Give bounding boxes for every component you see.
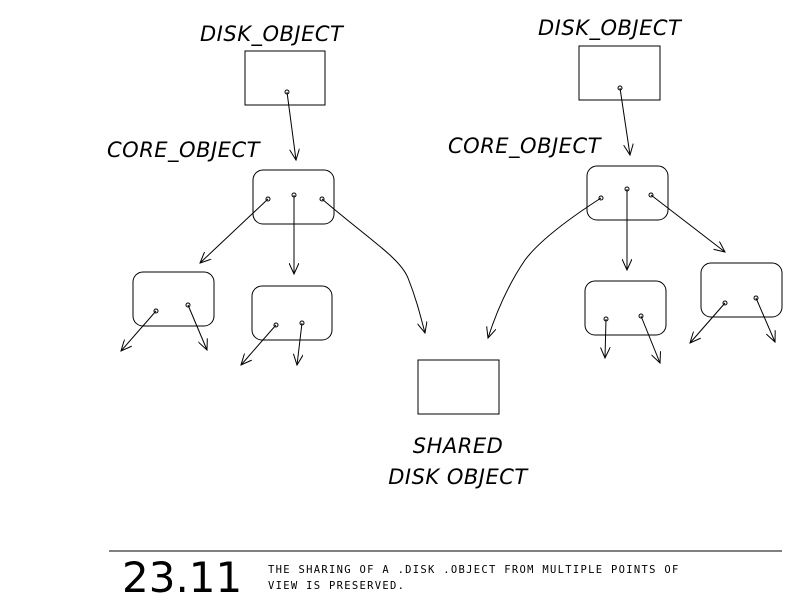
- left-core-object-label: CORE_OBJECT: [107, 138, 262, 163]
- right-child-2-arrow-1: [690, 302, 726, 343]
- right-disk-object-box: [578, 45, 661, 101]
- left-disk-object-label: DISK_OBJECT: [200, 22, 345, 47]
- right-child-2-arrow-2: [755, 297, 775, 342]
- left-child-2-box: [251, 285, 333, 341]
- right-child-1-arrow-1: [605, 318, 606, 358]
- shared-label-line-1: SHARED: [413, 434, 504, 458]
- left-core-to-child-1-arrow: [200, 198, 269, 263]
- right-core-to-child-2-arrow: [650, 194, 725, 252]
- left-child-1-box: [132, 271, 215, 327]
- left-disk-object-box: [244, 50, 326, 106]
- right-child-1-box: [584, 280, 667, 336]
- right-disk-to-core-arrow: [619, 87, 630, 155]
- left-core-to-shared-arrow: [321, 198, 425, 333]
- left-child-2-arrow-1: [241, 324, 277, 365]
- left-child-2-arrow-2: [297, 322, 302, 365]
- figure-number: 23.11: [122, 553, 242, 602]
- right-core-object-label: CORE_OBJECT: [448, 134, 603, 159]
- left-child-1-arrow-2: [187, 304, 207, 350]
- left-disk-to-core-arrow: [286, 91, 296, 160]
- left-child-1-arrow-1: [121, 310, 157, 351]
- shared-disk-object-box: [417, 359, 500, 415]
- shared-label-line-2: DISK OBJECT: [388, 465, 529, 489]
- right-core-to-shared-arrow: [488, 197, 602, 338]
- caption-line-2: VIEW IS PRESERVED.: [268, 580, 405, 592]
- right-child-2-box: [700, 262, 783, 318]
- right-child-1-arrow-2: [640, 315, 660, 363]
- caption-line-1: THE SHARING OF A .DISK .OBJECT FROM MULT…: [268, 564, 680, 576]
- right-disk-object-label: DISK_OBJECT: [538, 16, 683, 41]
